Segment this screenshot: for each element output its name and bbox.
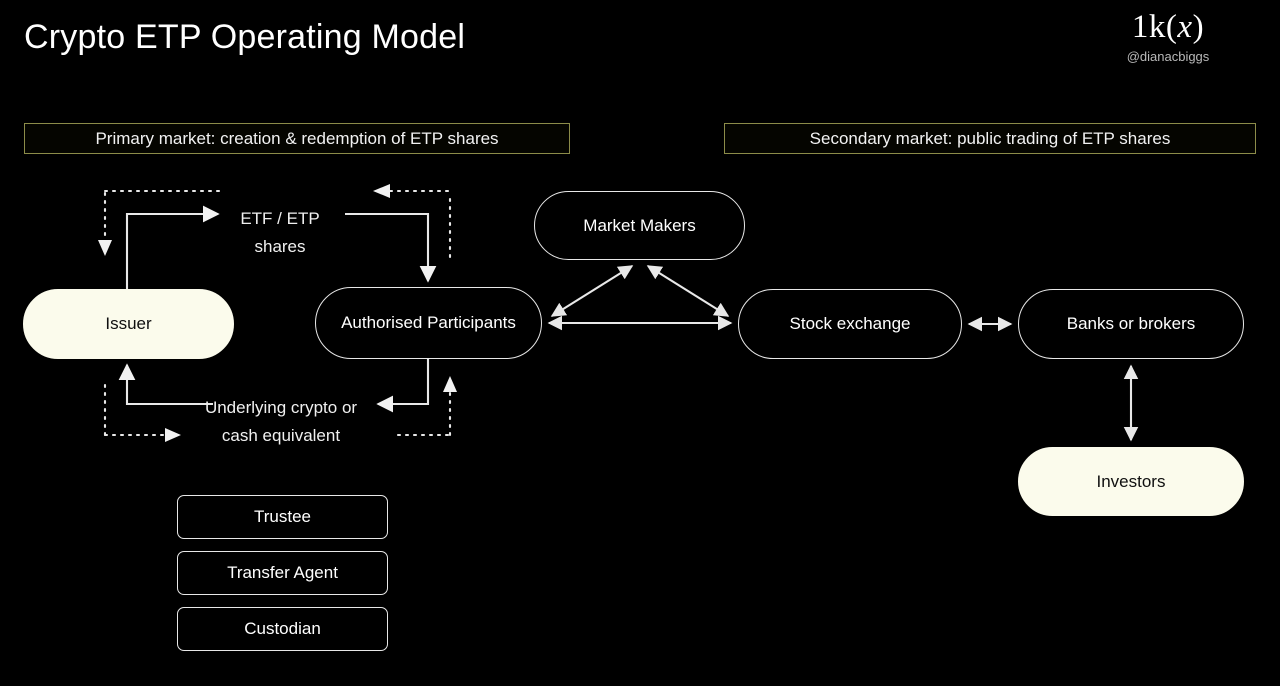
node-investors[interactable]: Investors: [1018, 447, 1244, 516]
logo-mark-icon: 1k(x): [1078, 10, 1258, 45]
service-box-custodian[interactable]: Custodian: [177, 607, 388, 651]
page-title: Crypto ETP Operating Model: [24, 18, 466, 56]
node-stock-exchange[interactable]: Stock exchange: [738, 289, 962, 359]
label-underlying-crypto-or-cash: Underlying crypto or cash equivalent: [204, 398, 358, 445]
connector-ap-to-underlying: [376, 359, 430, 413]
service-box-trustee[interactable]: Trustee: [177, 495, 388, 539]
node-banks-or-brokers[interactable]: Banks or brokers: [1018, 289, 1244, 359]
logo-suffix: ): [1192, 9, 1205, 45]
arrowhead-right-bottom: [165, 428, 181, 442]
label-etf-etp-shares: ETF / ETP shares: [240, 209, 320, 256]
logo-variable: x: [1177, 9, 1193, 45]
node-issuer[interactable]: Issuer: [23, 289, 234, 359]
banner-secondary-market: Secondary market: public trading of ETP …: [724, 123, 1256, 154]
banner-primary-market: Primary market: creation & redemption of…: [24, 123, 570, 154]
connector-issuer-to-ap-shares: [125, 205, 220, 289]
logo-prefix: 1k(: [1131, 9, 1178, 45]
connector-ap-to-market-makers: [550, 265, 634, 317]
arrowhead-up-right: [443, 376, 457, 392]
brand-logo: 1k(x) @dianacbiggs: [1078, 10, 1258, 64]
arrowhead-down-left: [98, 240, 112, 256]
connector-underlying-to-issuer: [118, 363, 213, 406]
node-market-makers[interactable]: Market Makers: [534, 191, 745, 260]
connector-shares-into-ap: [345, 212, 437, 283]
arrowhead-left-top: [373, 184, 390, 198]
service-box-transfer-agent[interactable]: Transfer Agent: [177, 551, 388, 595]
author-handle: @dianacbiggs: [1126, 48, 1210, 64]
connector-market-makers-to-exchange: [646, 265, 730, 317]
node-authorised-participants[interactable]: Authorised Participants: [315, 287, 542, 359]
